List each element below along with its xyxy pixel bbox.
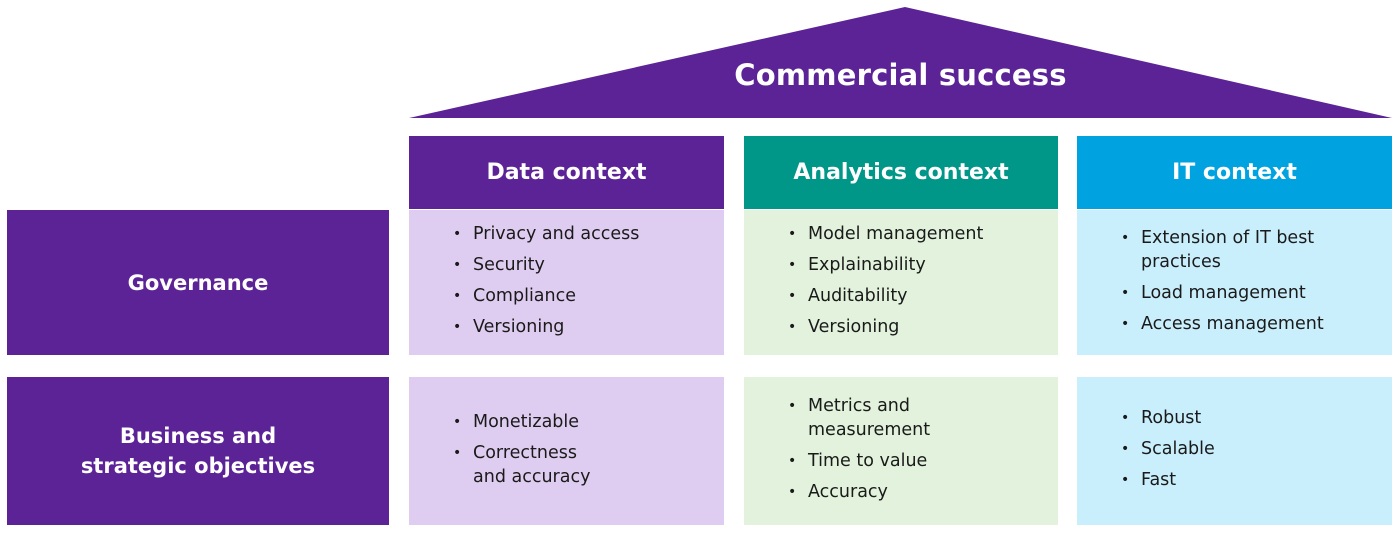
column-header-analytics: Analytics context xyxy=(744,136,1058,209)
bullet-item: Time to value xyxy=(788,449,958,473)
bullet-item: Explainability xyxy=(788,253,983,277)
bullet-item: Accuracy xyxy=(788,480,958,504)
bullet-list: Model management Explainability Auditabi… xyxy=(788,219,983,346)
column-header-it: IT context xyxy=(1077,136,1392,209)
row-label-business-objectives: Business and strategic objectives xyxy=(7,377,389,525)
bullet-item: Model management xyxy=(788,222,983,246)
bullet-item: Fast xyxy=(1121,468,1215,492)
bullet-item: Robust xyxy=(1121,406,1215,430)
cell-business-data: Monetizable Correctness and accuracy xyxy=(409,377,724,525)
bullet-item: Compliance xyxy=(453,284,639,308)
row-label-governance: Governance xyxy=(7,210,389,355)
bullet-item: Versioning xyxy=(788,315,983,339)
column-header-data: Data context xyxy=(409,136,724,209)
bullet-item: Load management xyxy=(1121,281,1352,305)
cell-governance-analytics: Model management Explainability Auditabi… xyxy=(744,210,1058,355)
bullet-item: Access management xyxy=(1121,312,1352,336)
bullet-item: Metrics and measurement xyxy=(788,394,958,442)
bullet-item: Versioning xyxy=(453,315,639,339)
bullet-item: Scalable xyxy=(1121,437,1215,461)
cell-business-it: Robust Scalable Fast xyxy=(1077,377,1392,525)
bullet-item: Auditability xyxy=(788,284,983,308)
cell-governance-it: Extension of IT best practices Load mana… xyxy=(1077,210,1392,355)
bullet-item: Security xyxy=(453,253,639,277)
bullet-list: Privacy and access Security Compliance V… xyxy=(453,219,639,346)
bullet-item: Correctness and accuracy xyxy=(453,441,614,489)
bullet-list: Extension of IT best practices Load mana… xyxy=(1121,223,1352,343)
bullet-list: Monetizable Correctness and accuracy xyxy=(453,407,614,496)
bullet-item: Privacy and access xyxy=(453,222,639,246)
cell-governance-data: Privacy and access Security Compliance V… xyxy=(409,210,724,355)
bullet-item: Monetizable xyxy=(453,410,614,434)
cell-business-analytics: Metrics and measurement Time to value Ac… xyxy=(744,377,1058,525)
bullet-list: Robust Scalable Fast xyxy=(1121,403,1215,499)
diagram-title: Commercial success xyxy=(734,58,1067,92)
bullet-list: Metrics and measurement Time to value Ac… xyxy=(788,391,958,511)
bullet-item: Extension of IT best practices xyxy=(1121,226,1352,274)
